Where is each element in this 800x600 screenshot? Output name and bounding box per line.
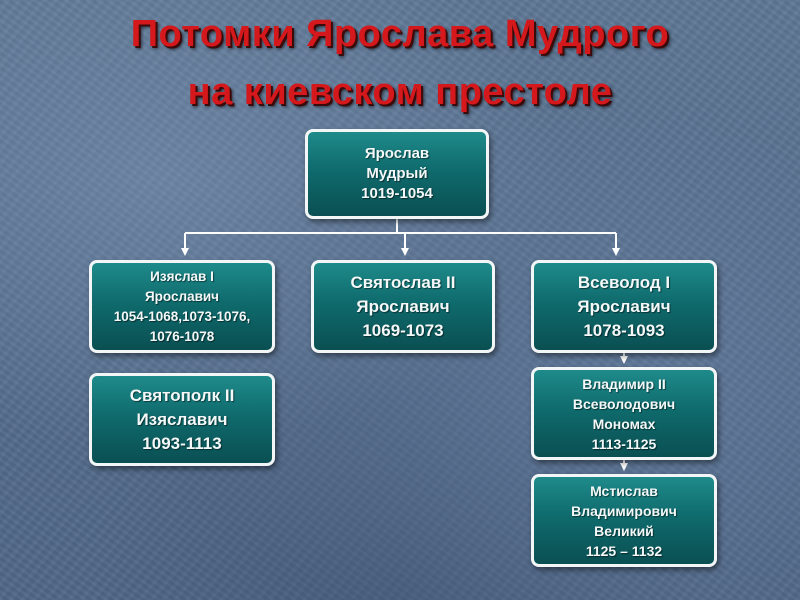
node-izyaslav-years-2: 1076-1078 (149, 328, 215, 344)
node-izyaslav-i: Изяслав I Ярославич 1054-1068,1073-1076,… (89, 260, 275, 353)
node-izyaslav-name: Изяслав I (150, 268, 214, 284)
node-vsevolod-name: Всеволод I (577, 272, 671, 292)
node-mstislav-patronymic: Владимирович (571, 502, 677, 519)
node-mstislav-name: Мстислав (590, 482, 658, 499)
node-vladimir-epithet: Мономах (592, 415, 656, 432)
node-vladimir-patronymic: Всеволодович (572, 395, 676, 412)
page-title-line-1: Потомки Ярослава Мудрого (130, 13, 670, 55)
node-yaroslav-name: Ярослав (364, 145, 430, 162)
node-svyatoslav-ii: Святослав II Ярославич 1069-1073 (311, 260, 495, 353)
node-mstislav-epithet: Великий (594, 522, 654, 539)
node-vladimir-name: Владимир II (582, 375, 666, 392)
node-svyatoslav-patronymic: Ярославич (356, 296, 450, 316)
node-svyatoslav-name: Святослав II (350, 272, 456, 292)
node-vsevolod-i: Всеволод I Ярославич 1078-1093 (531, 260, 717, 353)
node-svyatopolk-years: 1093-1113 (142, 433, 222, 453)
node-svyatopolk-ii: Святополк II Изяславич 1093-1113 (89, 373, 275, 466)
node-svyatoslav-years: 1069-1073 (362, 320, 444, 340)
page-title-line-2: на киевском престоле (187, 71, 613, 113)
node-vsevolod-patronymic: Ярославич (577, 296, 671, 316)
node-izyaslav-patronymic: Ярославич (144, 288, 220, 304)
node-mstislav-veliky: Мстислав Владимирович Великий 1125 – 113… (531, 474, 717, 567)
node-vladimir-ii-monomakh: Владимир II Всеволодович Мономах 1113-11… (531, 367, 717, 460)
node-yaroslav-epithet: Мудрый (366, 165, 428, 182)
node-izyaslav-years-1: 1054-1068,1073-1076, (113, 308, 251, 324)
node-svyatopolk-name: Святополк II (129, 385, 235, 405)
node-svyatopolk-patronymic: Изяславич (136, 409, 228, 429)
node-yaroslav-years: 1019-1054 (361, 185, 433, 202)
node-yaroslav-mudry: Ярослав Мудрый 1019-1054 (305, 129, 489, 219)
node-vladimir-years: 1113-1125 (591, 435, 657, 452)
node-mstislav-years: 1125 – 1132 (585, 542, 663, 559)
node-vsevolod-years: 1078-1093 (583, 320, 665, 340)
